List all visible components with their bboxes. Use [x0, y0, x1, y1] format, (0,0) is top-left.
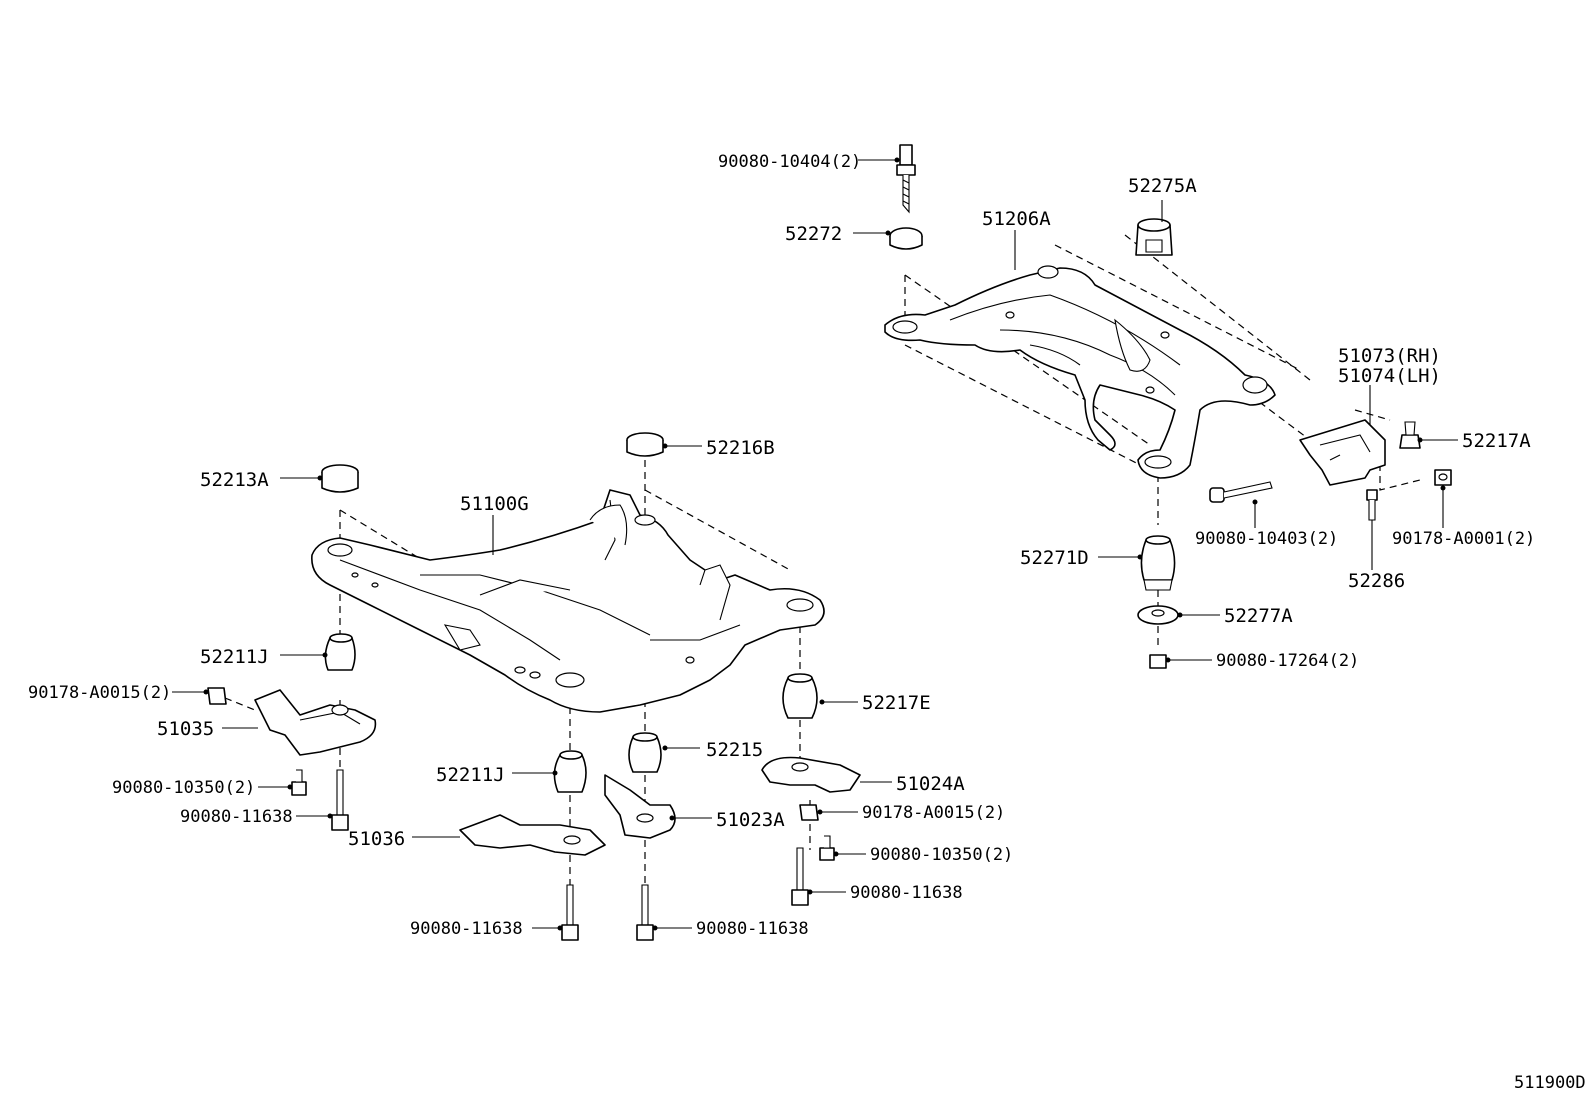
- bolt-90080-11638-bottom-2: [636, 884, 654, 941]
- cushion-52211J-mid: [553, 750, 587, 793]
- label-90080-10404: 90080-10404(2): [718, 152, 861, 172]
- label-52272: 52272: [785, 223, 842, 245]
- cushion-52215: [628, 732, 662, 773]
- bolt-52286: [1366, 489, 1378, 521]
- nut-90178-A0015-left: [207, 687, 227, 705]
- nut-90178-A0015-right: [799, 804, 819, 821]
- label-52275A: 52275A: [1128, 175, 1197, 197]
- cushion-52271D: [1140, 535, 1176, 591]
- label-90080-11638-bottom-1: 90080-11638: [410, 919, 523, 939]
- label-90080-17264: 90080-17264(2): [1216, 651, 1359, 671]
- nut-52217A: [1399, 421, 1421, 449]
- bolt-90080-11638-left: [331, 769, 349, 831]
- label-52213A: 52213A: [200, 469, 269, 491]
- label-52216B: 52216B: [706, 437, 775, 459]
- leader-lines: [172, 157, 1458, 931]
- cushion-52211J-left: [324, 633, 356, 671]
- bolt-90080-10404: [896, 144, 916, 214]
- label-52277A: 52277A: [1224, 605, 1293, 627]
- bracket-51073-51074: [1299, 419, 1386, 486]
- label-51035: 51035: [157, 718, 214, 740]
- label-52211J-mid: 52211J: [436, 764, 505, 786]
- label-90080-10350-left: 90080-10350(2): [112, 778, 255, 798]
- label-51100G: 51100G: [460, 493, 529, 515]
- label-90178-A0001: 90178-A0001(2): [1392, 529, 1535, 549]
- bracket-51036: [459, 814, 606, 856]
- label-90080-11638-left: 90080-11638: [180, 807, 293, 827]
- label-52217E: 52217E: [862, 692, 931, 714]
- stopper-52216B: [626, 432, 664, 457]
- label-51024A: 51024A: [896, 773, 965, 795]
- bolt-90080-10350-right: [819, 835, 835, 861]
- front-suspension-member: [207, 432, 861, 941]
- nut-90178-A0001: [1434, 469, 1452, 486]
- part-labels: 90080-10404(2) 52272 51206A 52275A 51073…: [28, 152, 1535, 939]
- label-52217A: 52217A: [1462, 430, 1531, 452]
- bracket-51024A: [761, 756, 861, 793]
- bracket-51035: [254, 689, 377, 756]
- label-90080-10403: 90080-10403(2): [1195, 529, 1338, 549]
- label-51023A: 51023A: [716, 809, 785, 831]
- label-52215: 52215: [706, 739, 763, 761]
- label-52271D: 52271D: [1020, 547, 1089, 569]
- label-90080-11638-bottom-2: 90080-11638: [696, 919, 809, 939]
- label-51073: 51073(RH): [1338, 345, 1441, 367]
- bracket-51023A: [604, 774, 676, 839]
- label-90080-11638-right: 90080-11638: [850, 883, 963, 903]
- label-52211J-left: 52211J: [200, 646, 269, 668]
- washer-52277A: [1137, 605, 1179, 625]
- label-90178-A0015-right: 90178-A0015(2): [862, 803, 1005, 823]
- bolt-90080-17264: [1149, 654, 1167, 669]
- bolt-90080-11638-right: [791, 847, 809, 906]
- label-90080-10350-right: 90080-10350(2): [870, 845, 1013, 865]
- washer-52272: [889, 227, 923, 250]
- label-52286: 52286: [1348, 570, 1405, 592]
- bolt-90080-10403: [1209, 481, 1273, 503]
- cushion-52217E: [782, 673, 818, 719]
- label-51036: 51036: [348, 828, 405, 850]
- label-51074: 51074(LH): [1338, 365, 1441, 387]
- bolt-90080-10350-left: [291, 769, 307, 796]
- label-90178-A0015-left: 90178-A0015(2): [28, 683, 171, 703]
- rear-suspension-member: [884, 144, 1452, 669]
- bushing-52275A: [1135, 218, 1173, 256]
- stopper-52213A: [321, 464, 359, 493]
- diagram-id: 511900D: [1514, 1073, 1586, 1093]
- label-51206A: 51206A: [982, 208, 1051, 230]
- bolt-90080-11638-bottom-1: [561, 884, 579, 941]
